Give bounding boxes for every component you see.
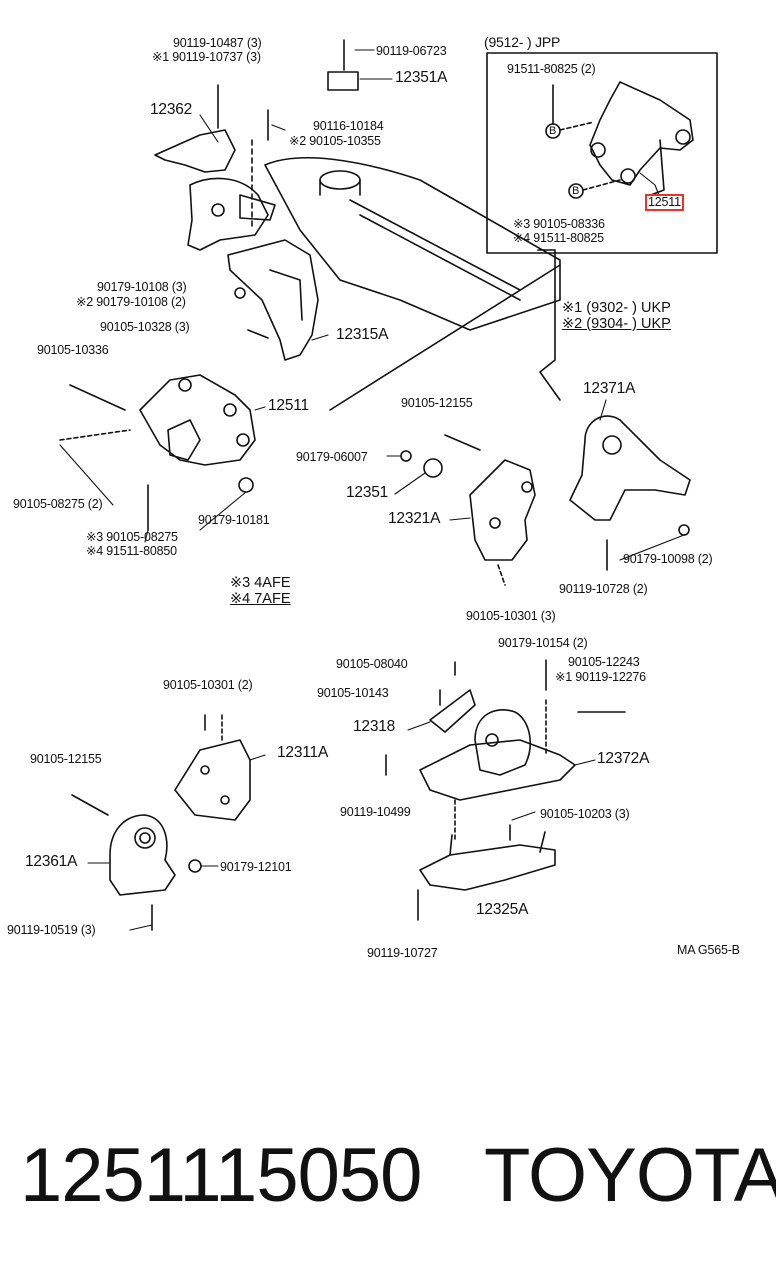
part-label: 90119-10728 (2) <box>559 582 648 596</box>
part-label: 90105-10301 (3) <box>466 609 556 623</box>
bracket-12315A <box>227 239 319 361</box>
part-label: 90179-10181 <box>198 513 270 527</box>
inset-box <box>486 52 718 254</box>
part-label: 12371A <box>583 380 636 397</box>
mount-12361A <box>109 814 176 896</box>
part-label: 12372A <box>597 750 650 767</box>
part-label: 90179-10108 (3) <box>97 280 187 294</box>
mount-12362 <box>154 129 276 251</box>
mount-12371A <box>569 415 691 521</box>
bracket-12325A <box>419 831 556 891</box>
part-label: ※4 91511-80850 <box>86 544 177 558</box>
legend-note-4: ※4 7AFE <box>230 591 291 607</box>
part-label: 90179-10154 (2) <box>498 636 588 650</box>
part-label: 90105-12243 <box>568 655 640 669</box>
part-label: 90116-10184 <box>313 119 384 133</box>
part-label: 90105-10336 <box>37 343 109 357</box>
part-label: ※2 90105-10355 <box>289 134 381 148</box>
marker-b-lower: B <box>572 185 580 197</box>
part-label: ※4 91511-80825 <box>513 231 604 245</box>
part-label: ※2 90179-10108 (2) <box>76 295 186 309</box>
marker-b-upper: B <box>549 125 557 137</box>
part-label: 90119-10727 <box>367 946 438 960</box>
part-label: 90105-10203 (3) <box>540 807 630 821</box>
part-label: 90105-08275 (2) <box>13 497 103 511</box>
part-label: ※3 90105-08275 <box>86 530 178 544</box>
part-label: 12361A <box>25 853 78 870</box>
inset-mount-part <box>589 81 694 197</box>
part-label: 91511-80825 (2) <box>507 62 596 76</box>
mount-12372A <box>419 709 576 801</box>
part-label: 90105-12155 <box>30 752 102 766</box>
mount-12511 <box>139 374 256 466</box>
legend-note-1: ※1 (9302- ) UKP <box>562 300 671 316</box>
engine-mount-diagram <box>59 39 718 931</box>
leader-lines <box>59 49 685 931</box>
part-label: 12311A <box>277 744 329 761</box>
engine-frame-outline <box>264 157 561 411</box>
highlighted-part-label: 12511 <box>645 194 684 211</box>
bracket-12311A <box>174 739 251 821</box>
part-label: 90119-06723 <box>376 44 447 58</box>
part-label: 90105-10143 <box>317 686 389 700</box>
part-label: 12315A <box>336 326 389 343</box>
part-label: 90119-10519 (3) <box>7 923 96 937</box>
part-label: 12351 <box>346 484 389 501</box>
part-label: 90119-10499 <box>340 805 411 819</box>
legend-note-3: ※3 4AFE <box>230 575 291 591</box>
part-label: 90105-12155 <box>401 396 473 410</box>
part-label: 90179-10098 (2) <box>623 552 713 566</box>
part-label: 90105-10328 (3) <box>100 320 190 334</box>
inset-header: (9512- ) JPP <box>484 34 561 50</box>
part-label: 12351A <box>395 69 448 86</box>
part-label: 12318 <box>353 718 396 735</box>
part-label: 90105-08040 <box>336 657 408 671</box>
diagram-code: MA G565-B <box>677 943 740 957</box>
legend-note-2: ※2 (9304- ) UKP <box>562 316 671 332</box>
part-label: 90119-10487 (3) <box>173 36 262 50</box>
part-label: ※3 90105-08336 <box>513 217 605 231</box>
part-label: 12511 <box>268 397 309 414</box>
mount-12321A <box>469 459 536 561</box>
part-label: 12325A <box>476 901 529 918</box>
part-label: 12321A <box>388 510 441 527</box>
part-label: 12362 <box>150 101 193 118</box>
footer-brand: TOYOTA <box>484 1133 776 1218</box>
part-label: 90179-12101 <box>220 860 292 874</box>
part-label: ※1 90119-10737 (3) <box>152 50 261 64</box>
part-label: ※1 90119-12276 <box>555 670 646 684</box>
footer-part-number: 1251115050 <box>20 1133 422 1218</box>
part-label: 90105-10301 (2) <box>163 678 253 692</box>
part-label: 90179-06007 <box>296 450 368 464</box>
